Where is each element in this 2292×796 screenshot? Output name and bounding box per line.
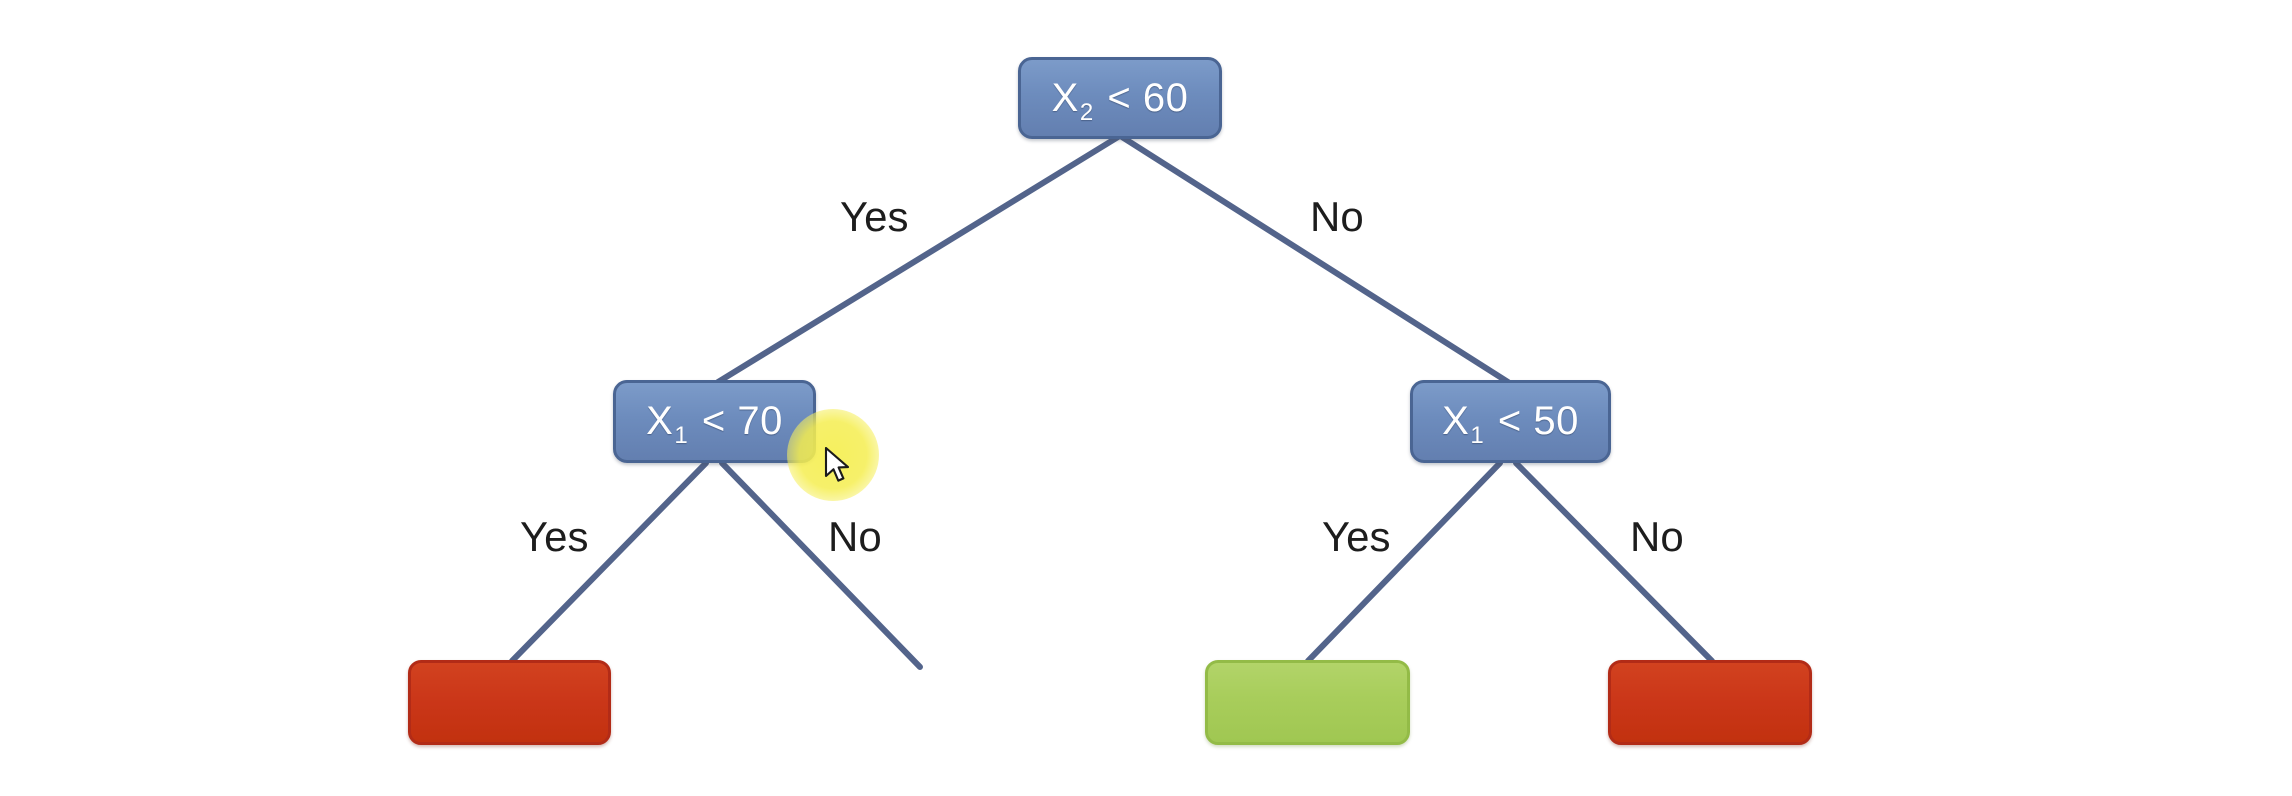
decision-node-root[interactable]: X2 < 60 [1018, 57, 1222, 139]
decision-node-right[interactable]: X1 < 50 [1410, 380, 1611, 463]
decision-node-root-label: X2 < 60 [1051, 75, 1189, 126]
edge-right-no [1513, 460, 1715, 664]
edge-left-no-dangling [719, 460, 923, 670]
edge-root-yes [715, 134, 1121, 385]
decision-node-left[interactable]: X1 < 70 [613, 380, 816, 463]
decision-node-right-label: X1 < 50 [1442, 399, 1579, 449]
branch-label-left-no: No [828, 513, 882, 560]
edge-right-yes [1305, 460, 1503, 664]
leaf-node-green[interactable] [1205, 660, 1410, 745]
branch-label-right-no: No [1630, 513, 1684, 560]
edge-root-no [1119, 134, 1511, 385]
leaf-node-red-right[interactable] [1608, 660, 1812, 745]
decision-node-left-label: X1 < 70 [646, 399, 783, 449]
branch-label-root-yes: Yes [840, 193, 909, 240]
leaf-node-red-left[interactable] [408, 660, 611, 745]
branch-label-left-yes: Yes [520, 513, 589, 560]
branch-label-root-no: No [1310, 193, 1364, 240]
branch-label-right-yes: Yes [1322, 513, 1391, 560]
edge-left-yes [509, 460, 709, 664]
